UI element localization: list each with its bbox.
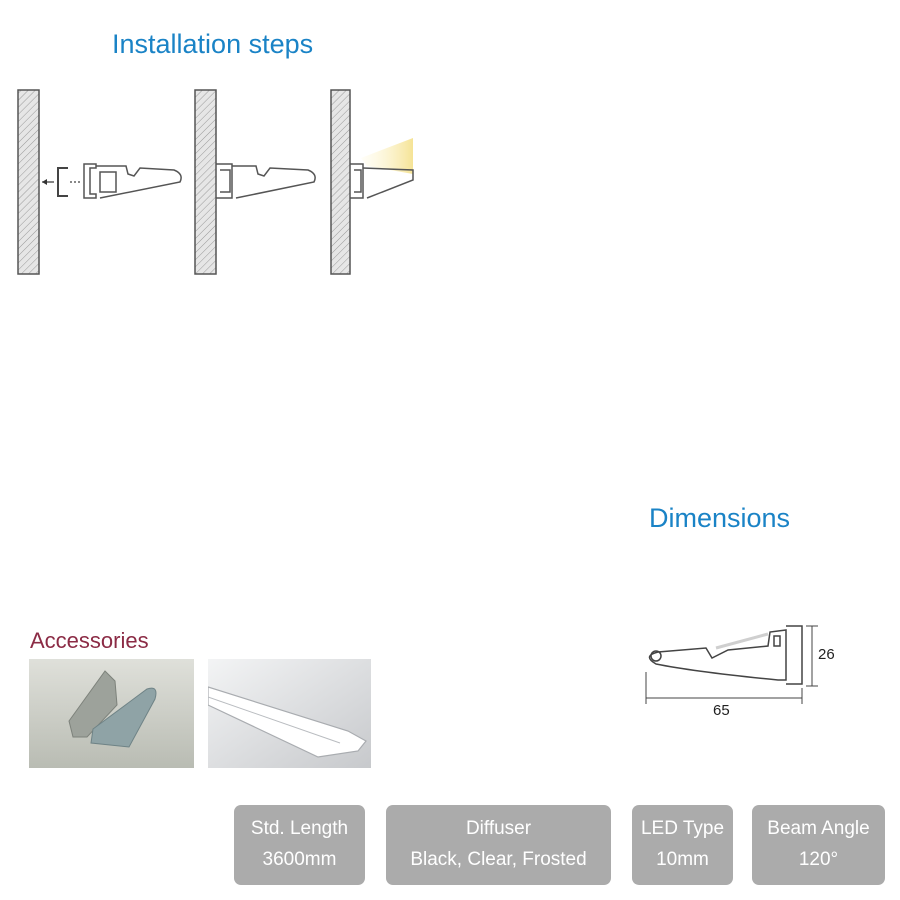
end-cap-blue [90, 687, 157, 748]
spec-label: Diffuser [465, 818, 532, 839]
aluminium-profile [350, 163, 414, 199]
aluminium-profile [216, 163, 316, 199]
aluminium-profile [83, 163, 182, 199]
end-cap-grey [68, 670, 118, 738]
spec-label: Std. Length [250, 818, 349, 839]
light-glow [361, 138, 413, 174]
accessories-heading: Accessories [30, 628, 149, 653]
spec-box-beam-angle: Beam Angle 120° [752, 805, 885, 885]
left-arrow-icon [42, 179, 54, 185]
spec-value: 10mm [656, 849, 709, 870]
spec-box-led-type: LED Type 10mm [632, 805, 733, 885]
spec-value: Black, Clear, Frosted [410, 849, 587, 870]
end-cap-photo [29, 659, 194, 768]
installation-steps-heading: Installation steps [112, 29, 314, 59]
wall [330, 89, 351, 275]
width-dimension-line [645, 672, 803, 704]
wall [17, 89, 40, 275]
spec-value: 120° [798, 849, 839, 870]
profile-dimension-drawing [645, 625, 818, 704]
dimension-height-label: 26 [818, 646, 835, 663]
spec-box-diffuser: Diffuser Black, Clear, Frosted [386, 805, 611, 885]
mounting-clip [57, 167, 68, 197]
installation-step-1-diagram [17, 89, 182, 275]
dimensions-heading: Dimensions [649, 503, 791, 533]
installation-step-3-diagram [330, 89, 414, 275]
height-dimension-line [806, 625, 818, 687]
profile-cross-section [648, 625, 803, 685]
spec-label: Beam Angle [767, 818, 870, 839]
spec-box-std-length: Std. Length 3600mm [234, 805, 365, 885]
aluminium-profile-bar [208, 686, 367, 758]
installation-step-2-diagram [194, 89, 316, 275]
profile-photo [208, 659, 371, 768]
spec-value: 3600mm [262, 849, 337, 870]
dimension-width-label: 65 [713, 702, 730, 719]
wall [194, 89, 217, 275]
spec-label: LED Type [640, 818, 725, 839]
